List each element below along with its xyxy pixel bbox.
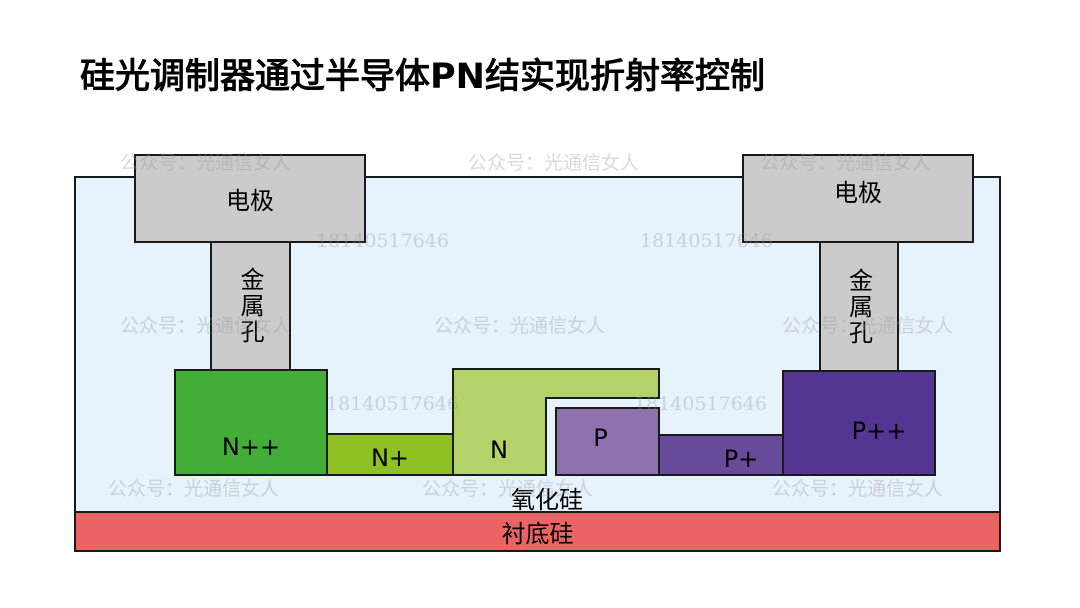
p-plus-region: P+	[658, 434, 784, 476]
watermark-account: 公众号：光通信女人	[468, 152, 640, 174]
electrode-right: 电极	[742, 154, 974, 243]
n-region	[452, 368, 660, 476]
electrode-left-label: 电极	[226, 187, 274, 215]
via-left: 金属孔	[210, 241, 291, 371]
substrate-layer: 衬底硅	[74, 511, 1001, 552]
n-plus-plus-label: N++	[221, 432, 281, 461]
page-title: 硅光调制器通过半导体PN结实现折射率控制	[80, 57, 765, 97]
via-right-label: 金属孔	[844, 267, 873, 346]
electrode-left: 电极	[134, 154, 366, 243]
p-plus-plus-region: P++	[782, 370, 936, 476]
n-plus-plus-region: N++	[174, 369, 328, 476]
oxide-label: 氧化硅	[511, 486, 583, 514]
electrode-right-label: 电极	[834, 179, 882, 207]
n-plus-label: N+	[370, 443, 410, 472]
p-plus-label: P+	[723, 445, 759, 473]
substrate-label: 衬底硅	[501, 520, 574, 548]
via-right: 金属孔	[819, 241, 899, 372]
n-plus-region: N+	[326, 433, 454, 476]
p-label: P	[593, 423, 608, 452]
p-region: P	[555, 407, 660, 476]
p-plus-plus-label: P++	[851, 417, 907, 445]
via-left-label: 金属孔	[236, 267, 264, 345]
n-label: N	[490, 436, 508, 464]
